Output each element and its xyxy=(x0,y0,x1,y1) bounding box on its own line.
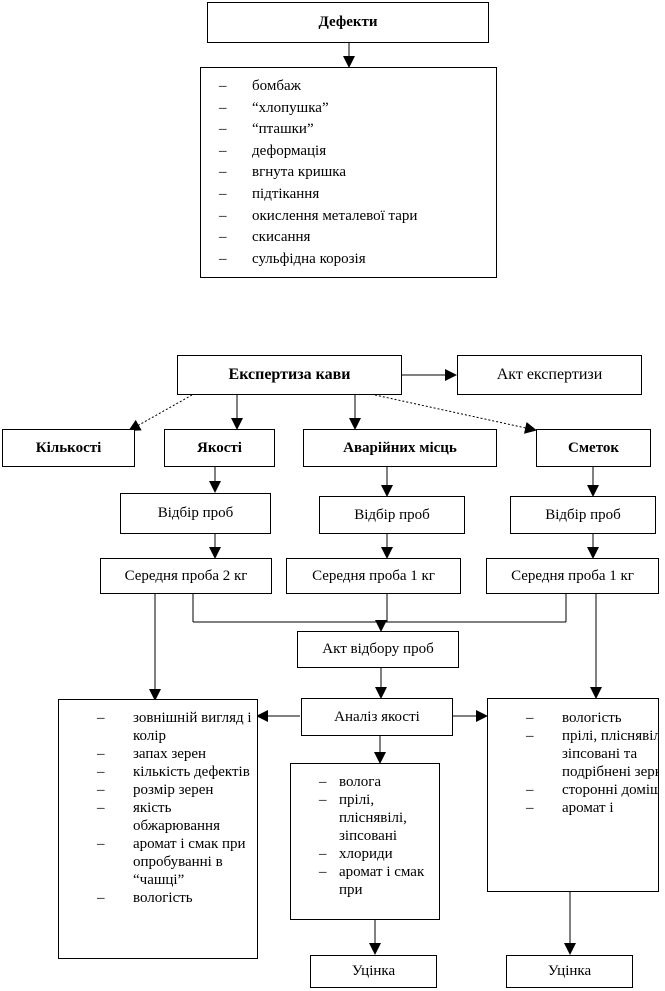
list-dash: – xyxy=(219,142,227,159)
list-dash: – xyxy=(219,78,227,94)
middle-list-item: –хлориди xyxy=(319,845,439,863)
left-list-item: – зовнішній вигляд і колір xyxy=(97,709,257,745)
defect-item: – “пташки” xyxy=(219,119,496,141)
right-list-item: – аромат і xyxy=(526,799,658,817)
list-item-text: скисання xyxy=(252,229,311,246)
list-item-text: сульфідна корозія xyxy=(252,250,366,267)
right-list-item: – вологість xyxy=(526,709,658,727)
middle-list-item: –аромат і смак при xyxy=(319,863,439,899)
list-item-text: розмір зерен xyxy=(133,782,214,798)
middle-list-item: –прілі, пліснявілі, зіпсовані xyxy=(319,791,439,845)
branch-quality: Якості xyxy=(164,429,275,467)
left-list-item: – якість обжарювання xyxy=(97,799,257,835)
list-item-text: бомбаж xyxy=(252,78,301,94)
list-dash: – xyxy=(526,800,534,816)
right-quality-list: – вологість – прілі, пліснявілі, зіпсовані … xyxy=(487,698,659,892)
list-dash: – xyxy=(219,229,227,246)
arrow-to-sweepings xyxy=(374,394,537,434)
quality-analysis: Аналіз якості xyxy=(301,698,453,736)
left-list-item: – вологість xyxy=(97,889,257,907)
list-item-text: “хлопушка” xyxy=(252,99,329,116)
sampling-sweepings: Відбір проб xyxy=(510,496,656,534)
list-dash: – xyxy=(319,792,327,808)
list-dash: – xyxy=(319,846,327,862)
list-item-text: прілі, пліснявілі, зіпсовані xyxy=(339,792,407,844)
list-item-text: вологість xyxy=(562,710,622,726)
list-dash: – xyxy=(97,800,105,816)
list-dash: – xyxy=(319,774,327,790)
middle-list-item: –волога xyxy=(319,773,439,791)
list-item-text: хлориди xyxy=(339,846,393,862)
list-item-text: аромат і xyxy=(562,800,614,816)
branch-emergency: Аварійних місць xyxy=(303,429,497,467)
list-item-text: підтікання xyxy=(252,185,320,202)
right-list-item: – прілі, пліснявілі, зіпсовані та подрібн… xyxy=(526,727,658,781)
list-dash: – xyxy=(526,710,534,726)
defects-title: Дефекти xyxy=(207,2,489,43)
left-list-item: – запах зерен xyxy=(97,745,257,763)
expertise-root: Експертиза кави xyxy=(177,355,402,395)
sampling-emergency: Відбір проб xyxy=(319,496,465,534)
middle-quality-list: –волога–прілі, пліснявілі, зіпсовані–хло… xyxy=(290,763,440,920)
list-dash: – xyxy=(219,185,227,202)
left-list-item: – кількість дефектів xyxy=(97,763,257,781)
list-dash: – xyxy=(219,99,227,116)
list-dash: – xyxy=(97,890,105,906)
list-item-text: прілі, пліснявілі, зіпсовані та подрібне… xyxy=(562,728,659,780)
defect-item: – деформація xyxy=(219,141,496,163)
left-list-item: – розмір зерен xyxy=(97,781,257,799)
list-item-text: кількість дефектів xyxy=(133,764,250,780)
list-dash: – xyxy=(526,728,534,744)
list-item-text: аромат і смак при xyxy=(339,864,425,898)
defects-list: – бомбаж – “хлопушка” – “пташки” – деформація – в… xyxy=(200,67,497,278)
list-item-text: запах зерен xyxy=(133,746,207,762)
defect-item: – сульфідна корозія xyxy=(219,249,496,271)
arrow-to-quantity xyxy=(128,394,193,431)
defects-title-text: Дефекти xyxy=(318,14,378,31)
average-sample-1kg-emergency: Середня проба 1 кг xyxy=(286,558,461,594)
list-item-text: волога xyxy=(339,774,382,790)
list-dash: – xyxy=(319,864,327,880)
left-quality-list: – зовнішній вигляд і колір – запах зерен – кі… xyxy=(58,699,258,959)
grade-right: Уцінка xyxy=(506,955,633,988)
list-item-text: окислення металевої тари xyxy=(252,207,418,224)
right-list-item: – сторонні домішки xyxy=(526,781,658,799)
list-item-text: аромат і смак при опробуванні в “чашці” xyxy=(133,836,246,888)
defect-item: – скисання xyxy=(219,227,496,249)
act-of-sampling: Акт відбору проб xyxy=(297,631,459,668)
average-sample-2kg: Середня проба 2 кг xyxy=(100,558,272,594)
list-dash: – xyxy=(219,164,227,181)
list-dash: – xyxy=(526,782,534,798)
list-item-text: вологість xyxy=(133,890,193,906)
defect-item: – окислення металевої тари xyxy=(219,206,496,228)
branch-quantity: Кількості xyxy=(2,429,135,467)
list-item-text: вгнута кришка xyxy=(252,164,346,181)
sampling-quality: Відбір проб xyxy=(120,493,271,534)
list-dash: – xyxy=(97,764,105,780)
list-dash: – xyxy=(219,121,227,138)
list-item-text: якість обжарювання xyxy=(133,800,220,834)
grade-middle: Уцінка xyxy=(310,955,437,988)
list-dash: – xyxy=(97,710,105,726)
defect-item: – вгнута кришка xyxy=(219,162,496,184)
act-expertise: Акт експертизи xyxy=(457,355,642,395)
defect-item: – бомбаж xyxy=(219,76,496,98)
left-list-item: – аромат і смак при опробуванні в “чашці” xyxy=(97,835,257,889)
list-item-text: деформація xyxy=(252,142,327,159)
list-item-text: “пташки” xyxy=(252,121,314,138)
branch-sweepings: Сметок xyxy=(536,429,651,467)
average-sample-1kg-sweepings: Середня проба 1 кг xyxy=(486,558,659,594)
list-dash: – xyxy=(97,782,105,798)
list-dash: – xyxy=(219,207,227,224)
list-item-text: сторонні домішки xyxy=(562,782,658,798)
list-dash: – xyxy=(219,250,227,267)
list-dash: – xyxy=(97,836,105,852)
defect-item: – підтікання xyxy=(219,184,496,206)
list-dash: – xyxy=(97,746,105,762)
defect-item: – “хлопушка” xyxy=(219,98,496,120)
list-item-text: зовнішній вигляд і колір xyxy=(133,710,252,744)
